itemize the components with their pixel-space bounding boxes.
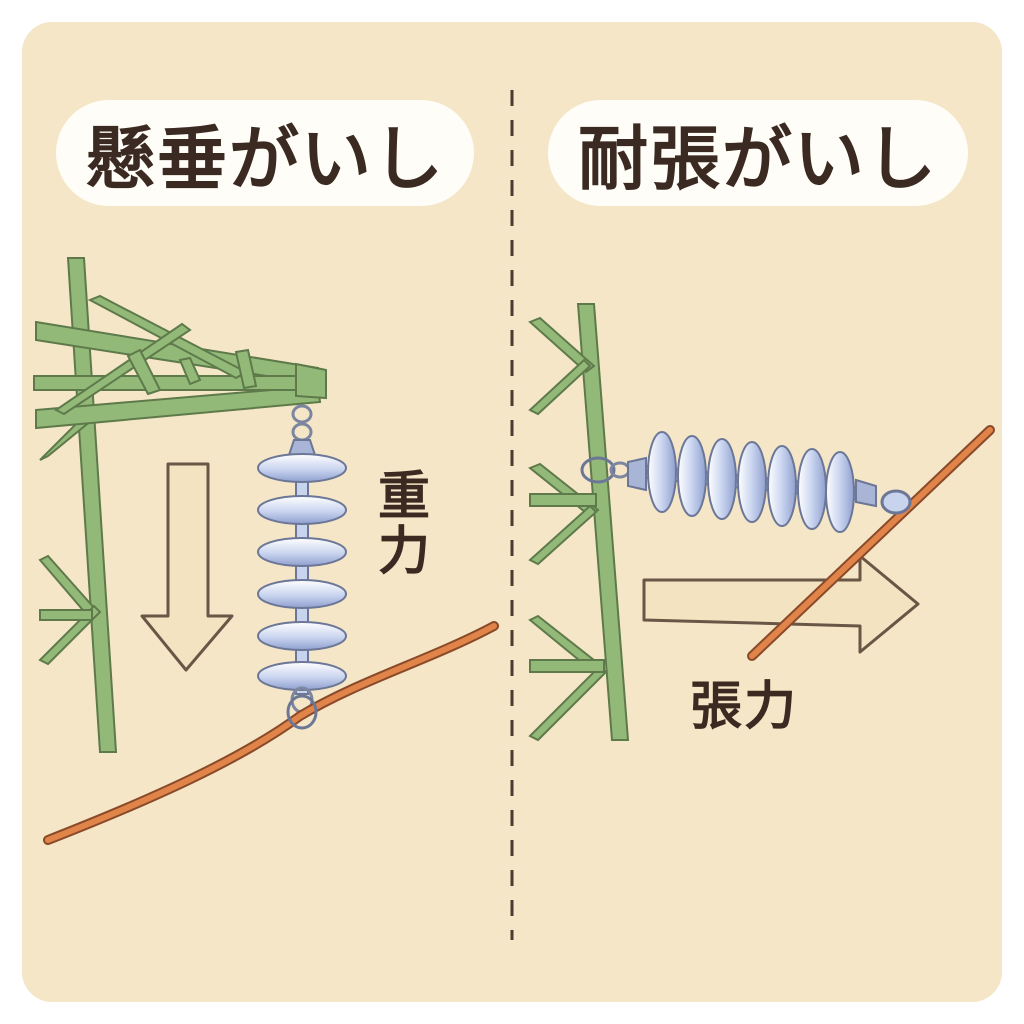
tension-title-badge: 耐張がいし [548,100,968,206]
tension-title: 耐張がいし [578,117,938,200]
suspension-insulator [257,404,347,714]
wire-clamp [286,694,318,730]
tension-insulator [580,431,912,533]
gravity-label: 重 力 [376,470,432,579]
tension-arrow [642,554,920,654]
gravity-label-line1: 重 [377,467,430,527]
tension-label: 張力 [690,677,799,737]
suspension-tower [33,257,327,753]
suspension-title-badge: 懸垂がいし [56,100,474,206]
gravity-arrow [140,462,234,672]
suspension-title: 懸垂がいし [85,117,445,200]
tension-tower [528,303,630,742]
gravity-label-line2: 力 [377,521,430,582]
